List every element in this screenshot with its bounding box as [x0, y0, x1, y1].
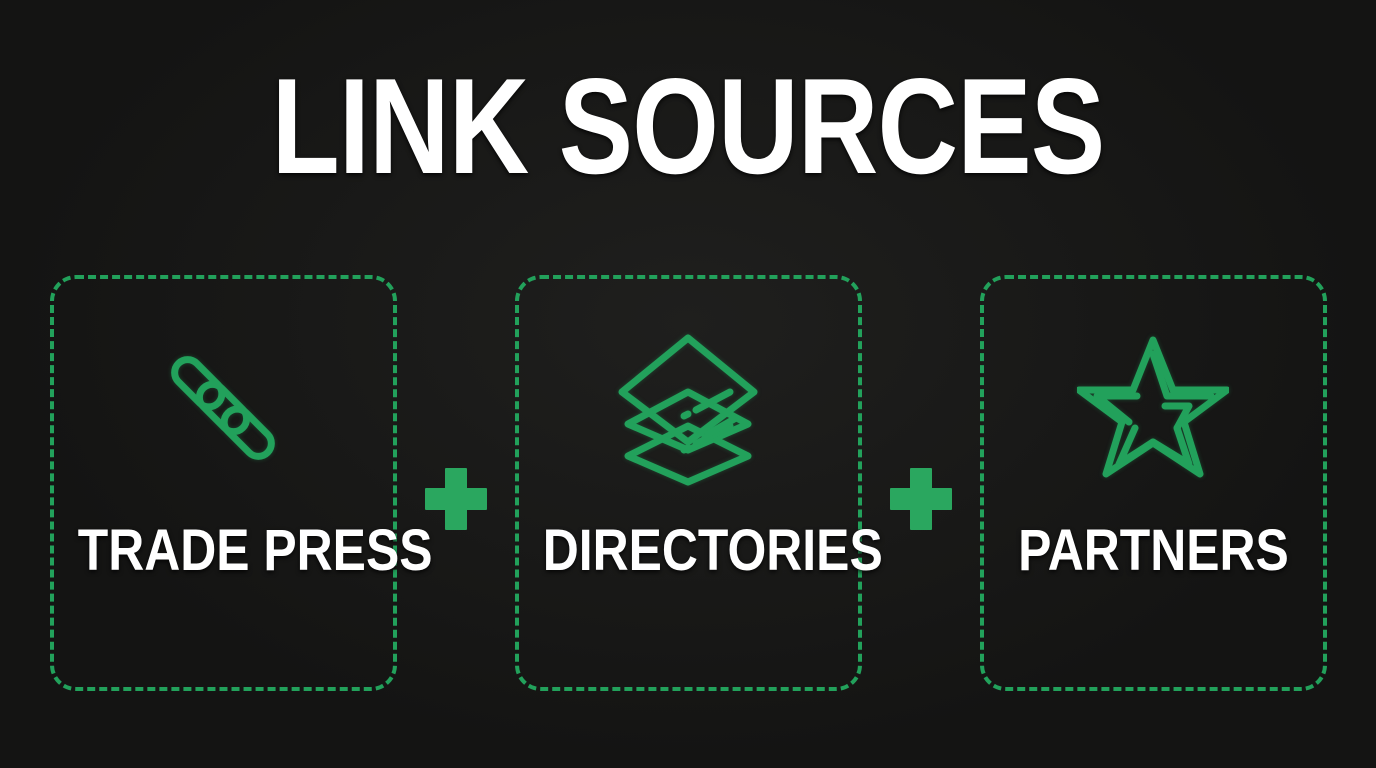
plus-icon	[889, 468, 952, 530]
connector-slot-1	[397, 275, 515, 691]
card-label-partners: PARTNERS	[1017, 518, 1289, 583]
card-directories[interactable]: DIRECTORIES	[514, 275, 883, 691]
card-label-directories: DIRECTORIES	[542, 518, 883, 583]
connector-slot-2	[862, 275, 980, 691]
layers-stack-icon	[519, 323, 858, 493]
plus-icon	[424, 468, 487, 530]
link-sources-card-row: TRADE PRESS	[0, 275, 1376, 691]
chain-link-icon	[54, 323, 393, 493]
plus-icon-vertical-bar	[909, 468, 932, 530]
card-label-trade-press: TRADE PRESS	[77, 518, 432, 583]
plus-icon-vertical-bar	[444, 468, 467, 530]
star-outline-icon	[984, 323, 1323, 493]
page-title: LINK SOURCES	[271, 50, 1106, 202]
card-trade-press[interactable]: TRADE PRESS	[49, 275, 432, 691]
card-partners[interactable]: PARTNERS	[979, 275, 1327, 691]
